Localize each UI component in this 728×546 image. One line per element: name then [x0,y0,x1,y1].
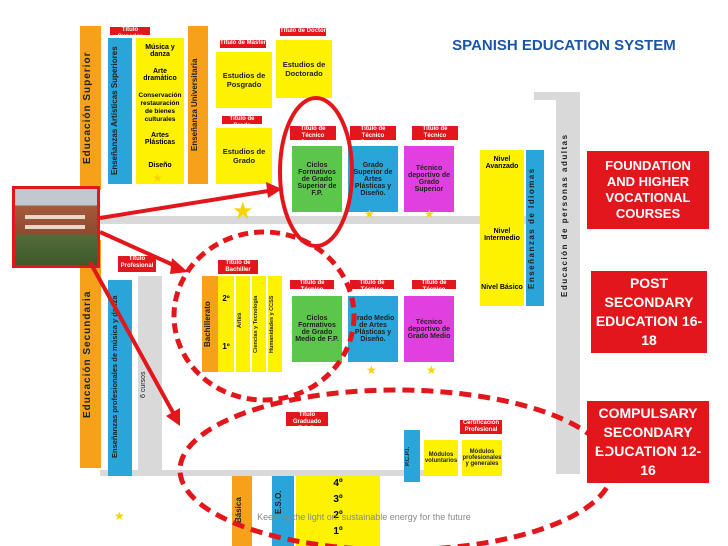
grey-connector-2 [100,470,430,476]
star-icon: ★ [152,171,163,185]
artisticas-item-musica: Música y danza [145,44,175,58]
eso-year-2: 2º [333,510,343,521]
titulo-graduado-eso: Título Graduado E.S.O. [286,412,328,432]
adultos-bar [556,94,580,474]
bach-year-1: 1º [222,342,230,351]
deportivo-superior-box: Técnico deportivo de Grado Superior [404,146,454,212]
superior-bar [80,26,101,190]
eso-year-3: 3º [333,494,343,505]
star-icon: ★ [426,363,437,377]
titulo-master-label: Título de Máster [220,40,267,48]
star-icon: ★ [424,207,435,221]
bachillerato-years: 2º 1º [218,276,234,372]
artes-medio-box: Grado Medio de Artes Plásticas y Diseño. [348,296,398,362]
pcpi-bar [404,430,420,482]
titulo-tecnico-superior-3: Título de Técnico Superior [412,126,458,146]
school-photo [12,186,100,268]
caption-text: Keeping the light on: sustainable energy… [257,512,471,522]
artisticas-item-plasticas: Artes Plásticas [144,132,176,146]
eso-bar [272,476,294,546]
ciclos-superior-box: Ciclos Formativos de Grado Superior de F… [292,146,342,212]
artes-superior-box: Grado Superior de Artes Plásticas y Dise… [348,146,398,212]
titulo-superior-label: Título Superior [110,27,150,40]
foundation-ellipse [278,96,354,248]
ciencias-col [252,276,266,372]
artisticas-item-conservacion: Conservación restauración de bienes cult… [138,92,182,123]
modulos-voluntarios: Módulos voluntarios [424,440,458,476]
compulsory-box: COMPULSARY SECONDARY EDUCATION 12-16 [586,400,710,484]
grey-connector [100,216,532,224]
artisticas-bar [108,38,132,184]
compulsory-ellipse [177,387,615,546]
idiomas-levels: Nivel Avanzado Nivel Intermedio Nivel Bá… [480,150,524,306]
artisticas-list: Música y danza Arte dramático Conservaci… [136,38,184,184]
bach-year-2: 2º [222,294,230,303]
artisticas-item-diseno: Diseño [148,162,172,169]
universitaria-bar [188,26,208,184]
doctorado-box: Estudios de Doctorado [276,40,332,98]
eso-year-1: 1º [333,526,343,537]
titulo-profesional-label: Título Profesional [118,256,156,272]
titulo-tecnico-1: Título de Técnico [290,280,334,293]
titulo-tecnico-superior-1: Título de Técnico Superior [290,126,336,146]
adultos-bar-top [534,92,580,100]
post-secondary-box: POST SECONDARY EDUCATION 16-18 [590,270,708,354]
star-icon: ★ [364,207,375,221]
cursos-bar [138,276,162,476]
deportivo-medio-box: Técnico deportivo de Grado Medio [404,296,454,362]
basica-bar [232,476,252,546]
arrow-icon [88,182,282,426]
secundaria-bar [80,240,101,468]
artes-col [236,276,250,372]
post-secondary-ellipse [171,229,357,403]
eso-year-4: 4º [333,478,343,489]
foundation-box: FOUNDATION AND HIGHER VOCATIONAL COURSES [586,150,710,230]
nivel-avanzado: Nivel Avanzado [485,156,519,170]
titulo-tecnico-2: Título de Técnico [350,280,394,293]
titulo-doctor-label: Título de Doctor [280,28,326,36]
humanidades-col [268,276,282,372]
nivel-basico: Nivel Básico [481,284,523,291]
bachillerato-bar [202,276,218,372]
nivel-intermedio: Nivel Intermedio [484,228,520,242]
artisticas-item-arte: Arte dramático [143,68,177,82]
ciclos-medio-box: Ciclos Formativos de Grado Medio de F.P. [292,296,342,362]
titulo-tecnico-3: Título de Técnico [412,280,456,293]
idiomas-bar [526,150,544,306]
titulo-bachiller-label: Título de Bachiller [218,260,258,274]
star-icon: ★ [114,509,125,523]
modulos-generales: Módulos profesionales y generales [462,440,502,476]
titulo-grado-label: Título de Grado [222,116,262,129]
certificacion-label: Certificación Profesional [460,420,502,434]
titulo-tecnico-superior-2: Título de Técnico Superior [350,126,396,146]
star-icon: ★ [232,198,254,225]
posgrado-box: Estudios de Posgrado [216,52,272,108]
star-icon: ★ [366,363,377,377]
grado-box: Estudios de Grado [216,128,272,184]
eso-years: 4º 3º 2º 1º [296,476,380,546]
page-title: SPANISH EDUCATION SYSTEM [452,37,676,54]
